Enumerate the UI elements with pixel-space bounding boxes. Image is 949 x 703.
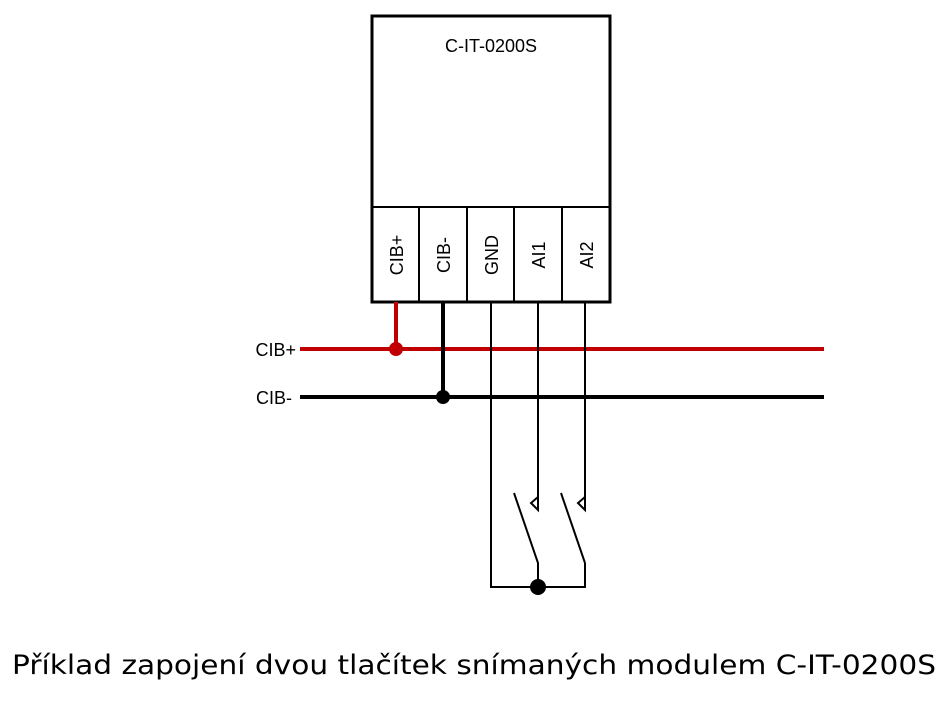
terminal-ai1: AI1 [529,241,549,268]
terminal-cib-plus: CIB+ [387,235,407,276]
bus-minus: CIB- [256,302,824,408]
button-wiring [490,302,586,595]
switch-ai2 [560,492,586,564]
terminal-labels: CIB+ CIB- GND AI1 AI2 [387,235,597,276]
junction-dot [530,579,546,595]
module-box: C-IT-0200S [370,14,612,304]
bus-plus-label: CIB+ [255,340,296,360]
terminal-ai2: AI2 [577,241,597,268]
terminal-cib-minus: CIB- [434,237,454,273]
module-name: C-IT-0200S [445,36,537,56]
terminal-gnd: GND [482,235,502,275]
bus-plus: CIB+ [255,302,824,360]
caption: Příklad zapojení dvou tlačítek snímaných… [12,650,936,681]
bus-minus-label: CIB- [256,388,292,408]
